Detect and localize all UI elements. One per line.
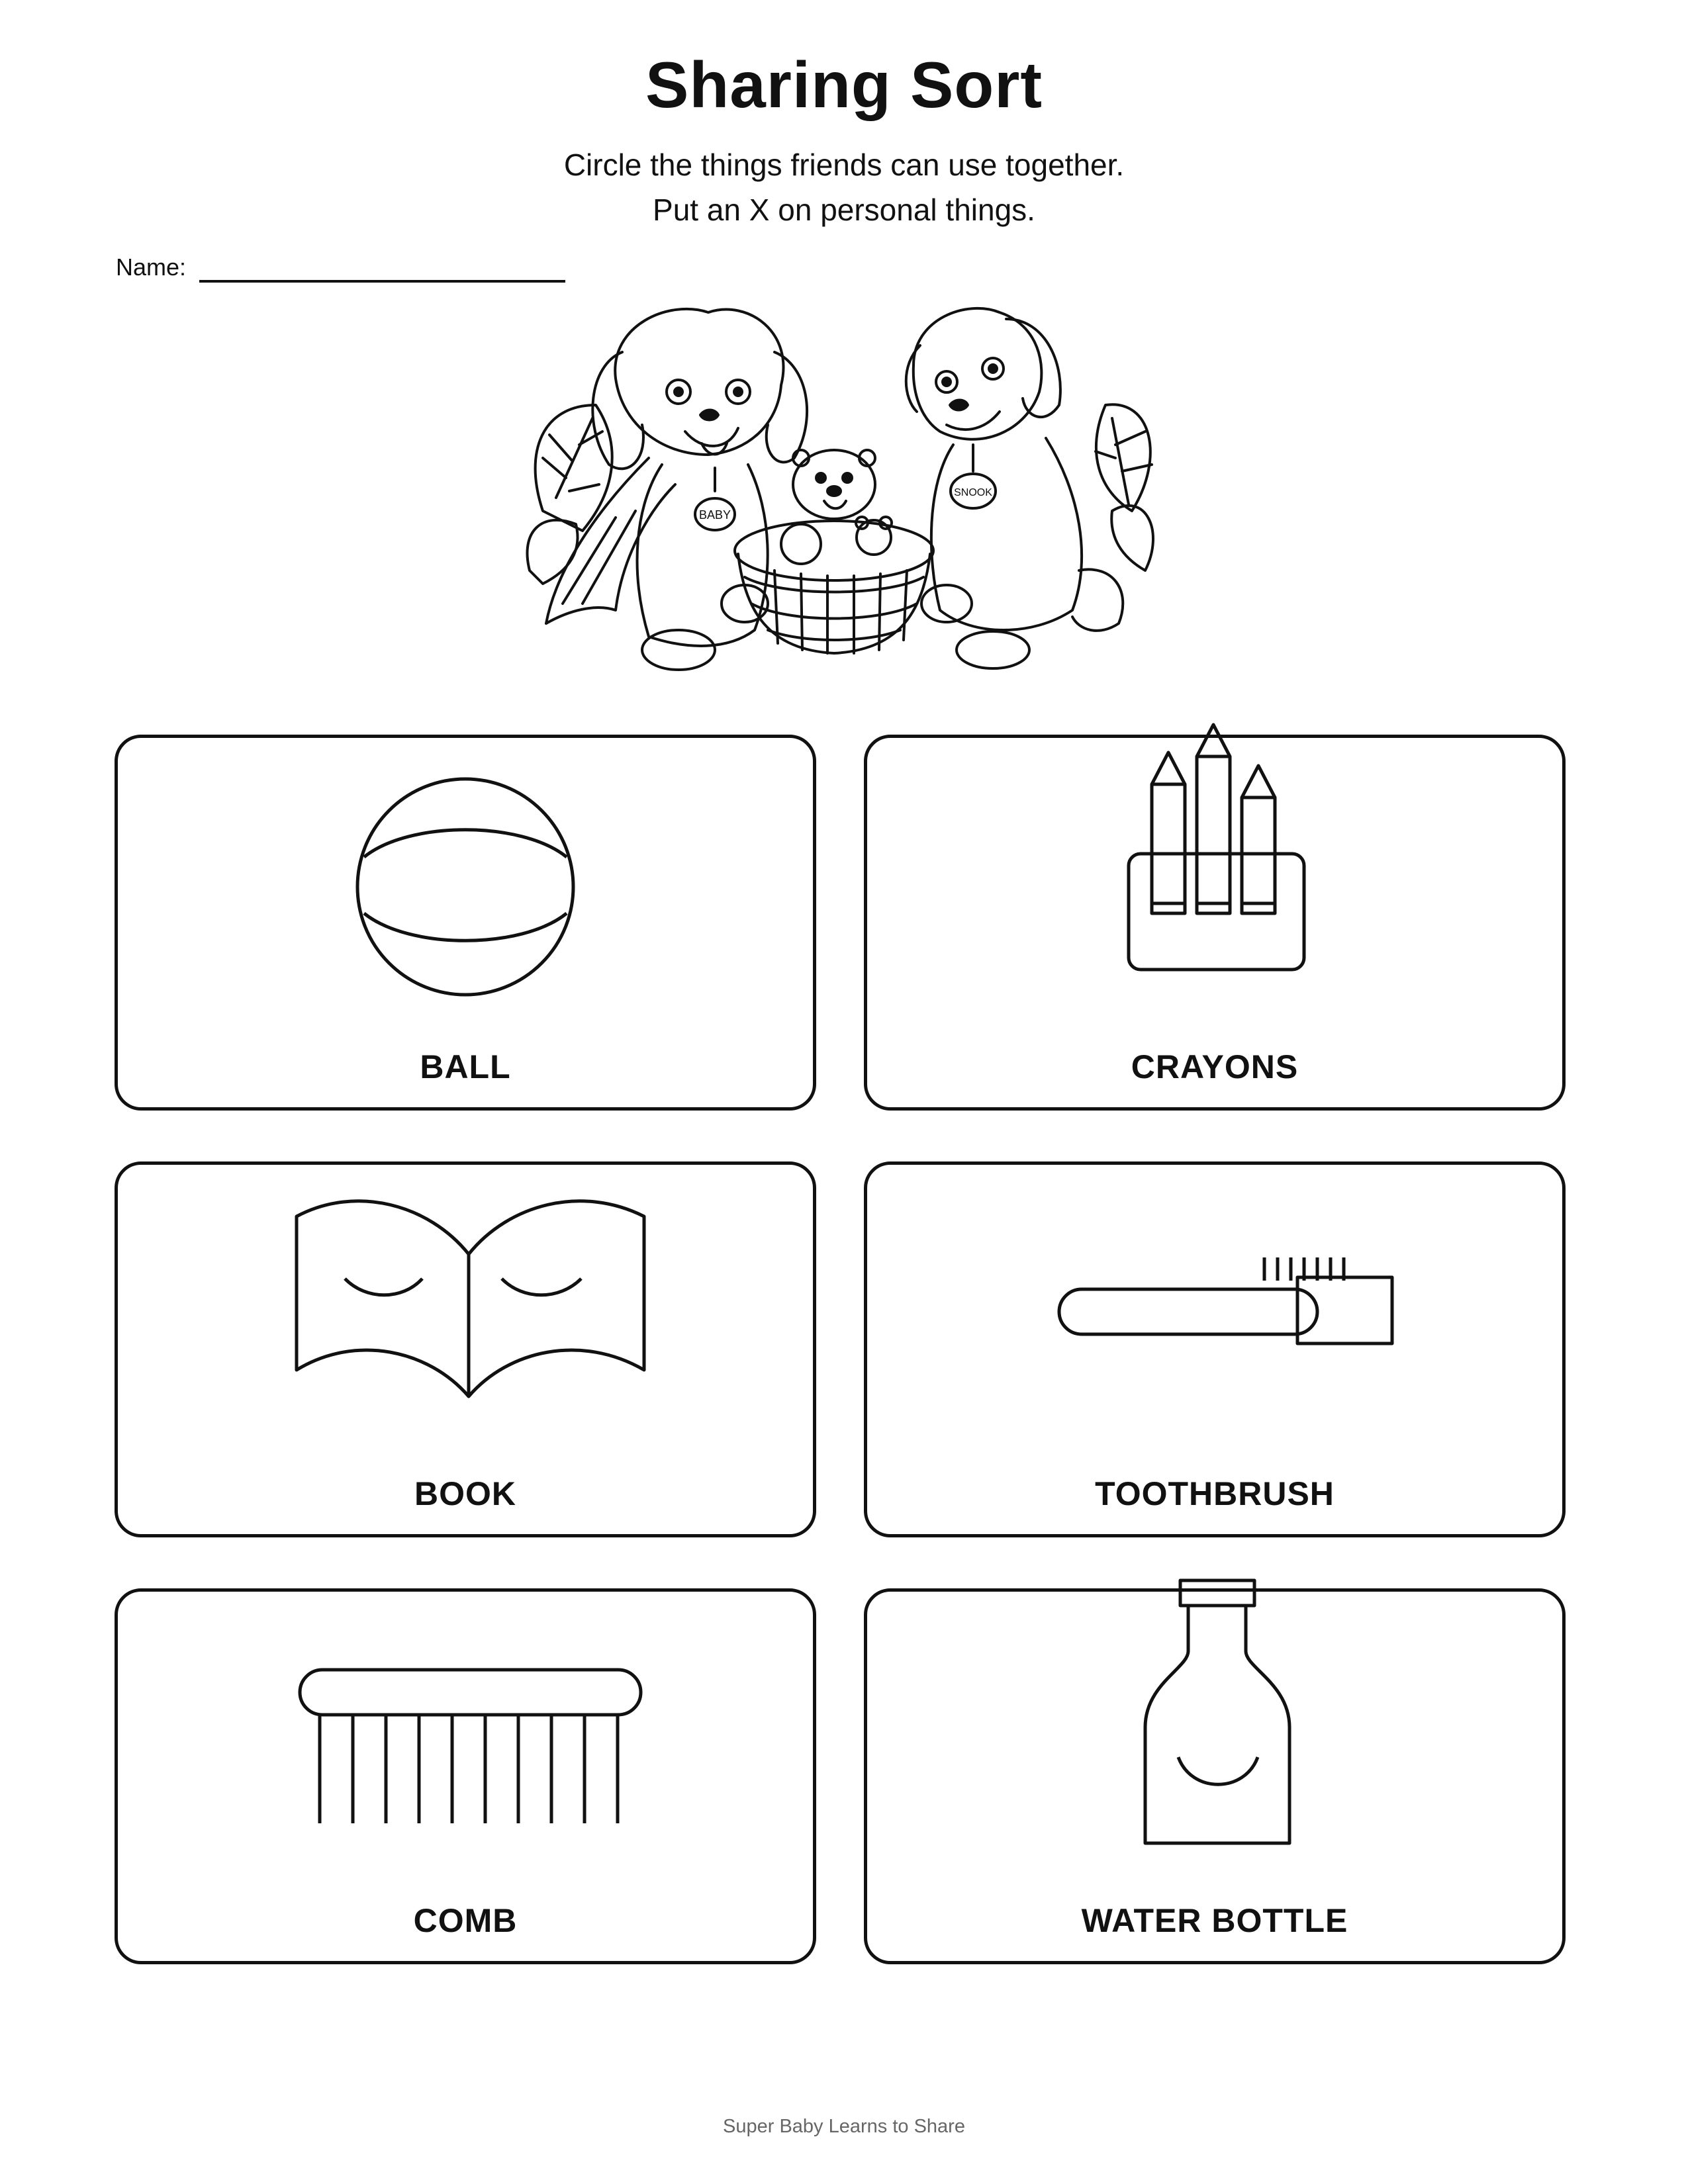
item-card-comb[interactable]: COMB [115, 1588, 816, 1964]
leaf-left-icon [526, 404, 614, 585]
item-card-book[interactable]: BOOK [115, 1161, 816, 1537]
tag-text-baby: BABY [699, 508, 731, 522]
item-card-ball[interactable]: BALL [115, 735, 816, 1111]
basket-icon [733, 516, 935, 655]
item-label: CRAYONS [1131, 1048, 1299, 1085]
name-label: Name: [116, 253, 187, 281]
crayons-icon [1127, 723, 1306, 972]
page-title: Sharing Sort [645, 48, 1043, 121]
item-card-crayons[interactable]: CRAYONS [864, 723, 1566, 1111]
item-label: WATER BOTTLE [1081, 1902, 1348, 1939]
puppies-basket-illustration: BABY SNOOK [526, 306, 1154, 671]
instruction-line: Put an X on personal things. [653, 193, 1035, 227]
item-label: BOOK [414, 1475, 516, 1512]
book-icon [295, 1199, 646, 1398]
comb-icon [298, 1668, 643, 1823]
toothbrush-icon [1057, 1257, 1394, 1345]
item-label: TOOTHBRUSH [1095, 1475, 1335, 1512]
name-field[interactable] [199, 280, 565, 283]
otter-icon [792, 449, 876, 520]
tag-text-snook: SNOOK [954, 487, 992, 498]
golden-puppy-icon: SNOOK [904, 306, 1125, 670]
water-bottle-icon [1143, 1578, 1291, 1845]
instruction-line: Circle the things friends can use togeth… [563, 148, 1125, 182]
item-label: COMB [413, 1902, 518, 1939]
item-card-water-bottle[interactable]: WATER BOTTLE [864, 1578, 1566, 1964]
footer-text: Super Baby Learns to Share [723, 2116, 965, 2137]
leaf-right-icon [1094, 403, 1154, 572]
ball-icon [355, 777, 575, 997]
poodle-puppy-icon: BABY [545, 307, 808, 671]
item-label: BALL [420, 1048, 511, 1085]
item-card-toothbrush[interactable]: TOOTHBRUSH [864, 1161, 1566, 1537]
